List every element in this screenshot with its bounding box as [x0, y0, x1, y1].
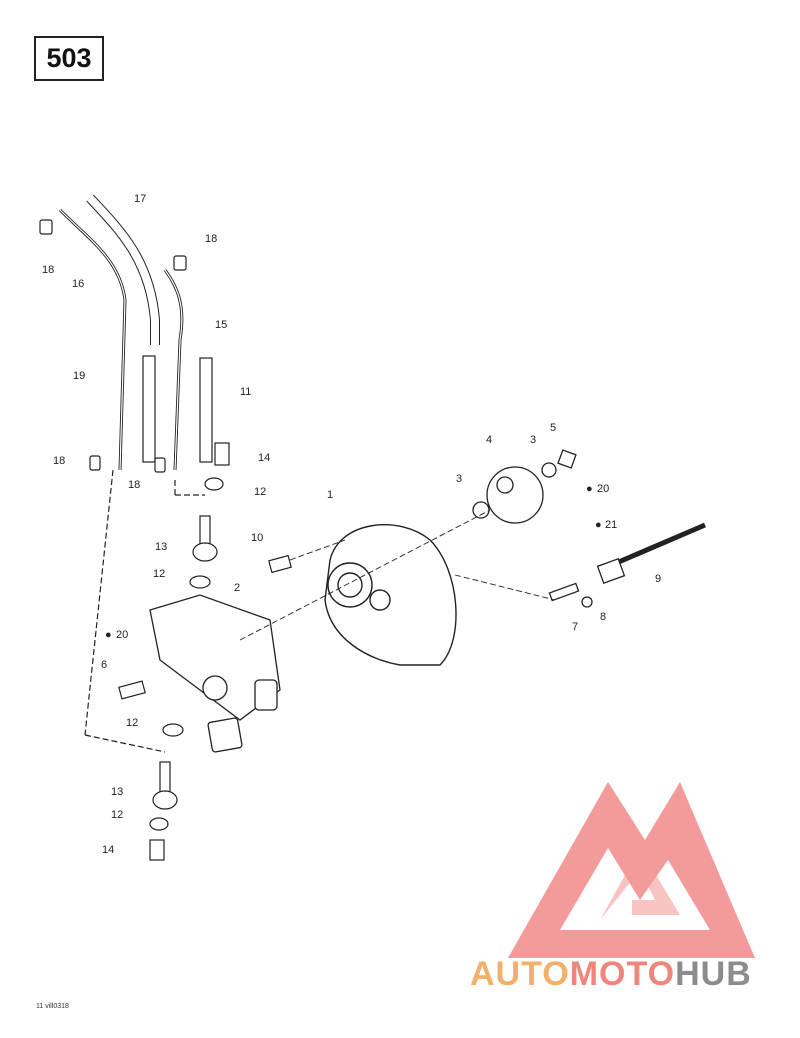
fittings: [118, 442, 292, 861]
callout-13b: 13: [111, 786, 123, 798]
callout-18a: 18: [205, 233, 217, 245]
pump-housing: [324, 524, 457, 666]
callout-18c: 18: [53, 455, 65, 467]
clamp-parts: [39, 219, 187, 473]
callout-6: 6: [101, 659, 107, 671]
callout-drop-20b: ●: [586, 483, 593, 495]
callout-14b: 14: [102, 844, 114, 856]
callout-12b: 12: [153, 568, 165, 580]
watermark-text: AUTOMOTOHUB: [470, 955, 752, 994]
callout-19: 19: [73, 370, 85, 382]
watermark-hub: HUB: [675, 955, 752, 993]
callout-12c: 12: [126, 717, 138, 729]
drawing-reference: 11 vill0318: [36, 1003, 69, 1010]
assembly-lines: [239, 509, 556, 641]
page-number-box: 503: [34, 36, 104, 81]
callout-20b: 20: [597, 483, 609, 495]
callout-9: 9: [655, 573, 661, 585]
callout-2: 2: [234, 582, 240, 594]
watermark-auto: AUTO: [470, 955, 570, 993]
callout-20a: 20: [116, 629, 128, 641]
callout-18d: 18: [128, 479, 140, 491]
callout-14a: 14: [258, 452, 270, 464]
callout-3a: 3: [530, 434, 536, 446]
callout-21: 21: [605, 519, 617, 531]
callout-8: 8: [600, 611, 606, 623]
watermark-moto: MOTO: [569, 955, 676, 993]
page-number: 503: [46, 43, 92, 73]
callout-7: 7: [572, 621, 578, 633]
callout-17: 17: [134, 193, 146, 205]
oil-pump: [149, 594, 281, 753]
oil-lines: [58, 194, 213, 753]
callout-18b: 18: [42, 264, 54, 276]
callout-11: 11: [240, 386, 251, 398]
watermark-logo: [508, 782, 755, 958]
callout-labels: 17 18 18 16 15 19 11 18 18 14 12 1 10 13…: [42, 193, 661, 856]
callout-12a: 12: [254, 486, 266, 498]
callout-5: 5: [550, 422, 556, 434]
callout-10: 10: [251, 532, 263, 544]
callout-15: 15: [215, 319, 227, 331]
callout-3b: 3: [456, 473, 462, 485]
callout-13a: 13: [155, 541, 167, 553]
callout-1: 1: [327, 489, 333, 501]
callout-drop-21: ●: [595, 519, 602, 531]
callout-12d: 12: [111, 809, 123, 821]
drive-parts: [472, 449, 706, 608]
callout-16: 16: [72, 278, 84, 290]
callout-4: 4: [486, 434, 492, 446]
callout-drop-20a: ●: [105, 629, 112, 641]
